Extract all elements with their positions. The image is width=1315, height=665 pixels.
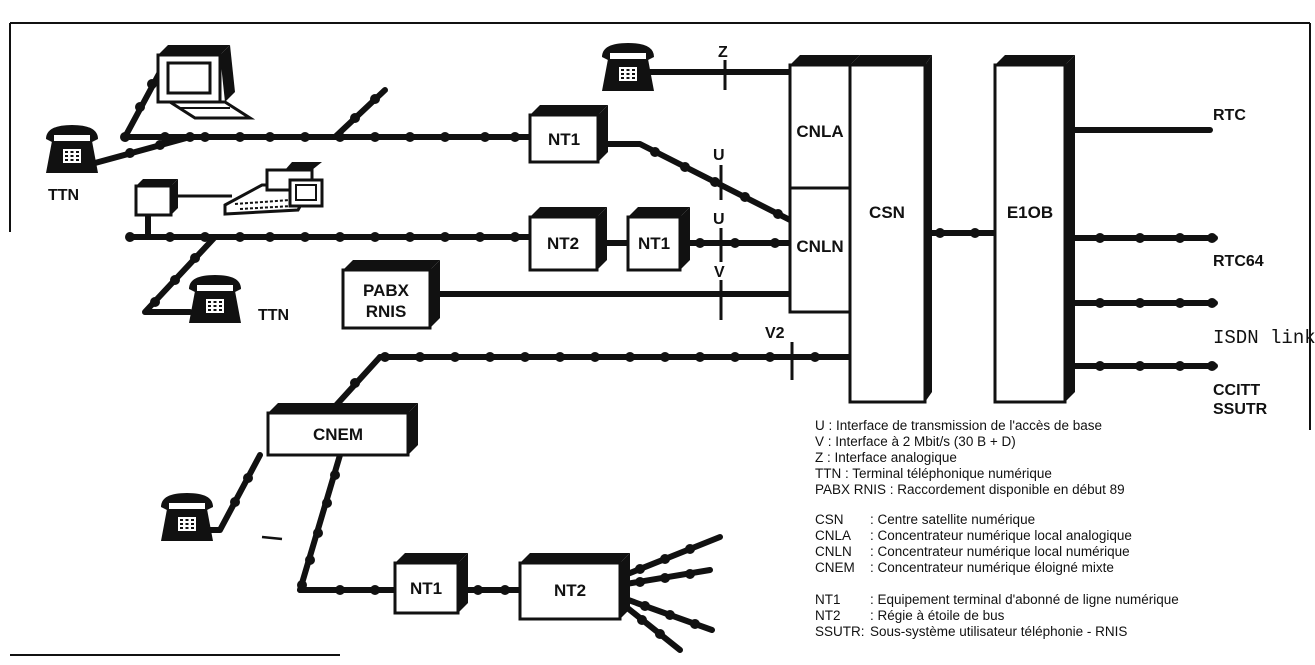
nt1-label-bottom: NT1: [410, 579, 442, 598]
legend-line: TTN : Terminal téléphonique numérique: [815, 466, 1052, 481]
legend-desc: : Equipement terminal d'abonné de ligne …: [870, 592, 1179, 607]
nt2-label: NT2: [547, 234, 579, 253]
legend-abbr: NT1: [815, 592, 841, 607]
cnem-label: CNEM: [313, 425, 363, 444]
isdn-link-label: ISDN link: [1213, 327, 1315, 349]
e10b-label: E1OB: [1007, 203, 1053, 222]
legend-abbr: NT2: [815, 608, 841, 623]
legend-abbr: SSUTR:: [815, 624, 865, 639]
ssutr-label: SSUTR: [1213, 401, 1268, 418]
pabx-rnis-box: PABX RNIS: [341, 260, 440, 330]
nt1-box-bottom: NT1: [393, 553, 468, 615]
computer-terminal-icon: [156, 45, 256, 120]
legend-line: PABX RNIS : Raccordement disponible en d…: [815, 482, 1125, 497]
interface-v2-label: V2: [765, 325, 785, 342]
interface-ticks: [719, 60, 794, 380]
ttn-label: TTN: [48, 187, 79, 204]
nt2-label-bottom: NT2: [554, 581, 586, 600]
data-terminal-icon: [223, 162, 324, 216]
rtc64-label: RTC64: [1213, 253, 1264, 270]
nt2-box: NT2: [528, 207, 607, 272]
legend-desc: : Concentrateur numérique éloigné mixte: [870, 560, 1114, 575]
phone-icon: [602, 43, 654, 91]
cnla-label: CNLA: [796, 122, 843, 141]
legend-line: U : Interface de transmission de l'accès…: [815, 418, 1102, 433]
nt1-box-mid: NT1: [626, 207, 690, 272]
legend-abbr: CSN: [815, 512, 844, 527]
e10b-cabinet: E1OB: [993, 55, 1075, 404]
rtc-label: RTC: [1213, 107, 1246, 124]
rnis-label: RNIS: [366, 302, 407, 321]
csn-cabinet: CNLA CNLN CSN: [788, 55, 932, 404]
cnln-label: CNLN: [796, 237, 843, 256]
interface-u-label: U: [713, 147, 725, 164]
nt2-box-bottom: NT2: [518, 553, 630, 621]
ttn-label-2: TTN: [258, 307, 289, 324]
ccitt-label: CCITT: [1213, 382, 1260, 399]
legend: U : Interface de transmission de l'accès…: [815, 418, 1179, 639]
interface-z-label: Z: [718, 44, 728, 61]
phone-icon: [161, 493, 213, 541]
legend-desc: : Régie à étoile de bus: [870, 608, 1005, 623]
legend-desc: : Concentrateur numérique local analogiq…: [870, 528, 1132, 543]
legend-desc: : Concentrateur numérique local numériqu…: [870, 544, 1130, 559]
interface-box-icon: [134, 179, 178, 217]
legend-abbr: CNLN: [815, 544, 852, 559]
phone-icon: [189, 275, 241, 323]
legend-line: Z : Interface analogique: [815, 450, 957, 465]
phone-icon: [46, 125, 98, 173]
connection-dots: [120, 79, 1217, 639]
interface-u-label-2: U: [713, 211, 725, 228]
cnem-box: CNEM: [266, 403, 418, 457]
legend-desc: : Centre satellite numérique: [870, 512, 1035, 527]
legend-abbr: CNEM: [815, 560, 855, 575]
nt1-label: NT1: [548, 130, 580, 149]
csn-label: CSN: [869, 203, 905, 222]
frame: [9, 22, 1311, 656]
legend-desc: Sous-système utilisateur téléphonie - RN…: [870, 624, 1127, 639]
nt1-box: NT1: [528, 105, 608, 164]
legend-abbr: CNLA: [815, 528, 851, 543]
legend-line: V : Interface à 2 Mbit/s (30 B + D): [815, 434, 1016, 449]
nt1-label-mid: NT1: [638, 234, 670, 253]
interface-v-label: V: [714, 264, 725, 281]
pabx-label: PABX: [363, 281, 410, 300]
